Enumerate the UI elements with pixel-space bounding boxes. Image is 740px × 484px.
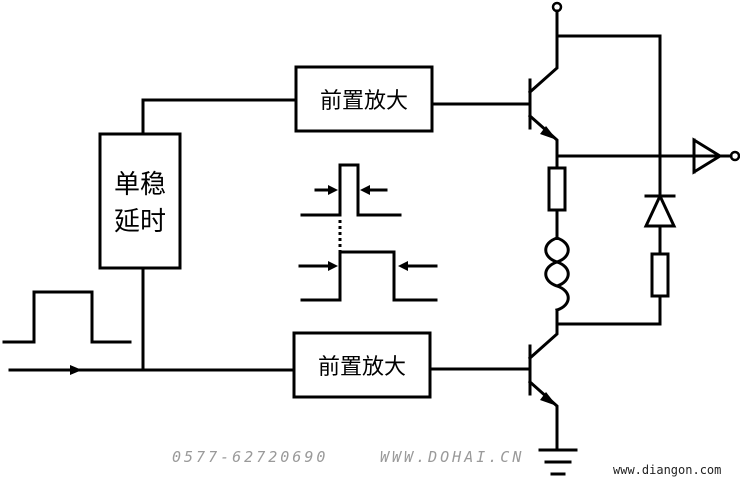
monostable-label-line2: 延时	[114, 207, 166, 237]
timing-illustration	[298, 163, 438, 302]
monostable-to-preamp-wire	[141, 98, 298, 136]
phone-watermark: 0577-62720690	[172, 448, 328, 466]
lower-transistor	[527, 322, 559, 452]
ground-icon	[538, 448, 578, 476]
monostable-delay-block	[98, 132, 182, 270]
inductor-coil	[544, 236, 570, 312]
upper-transistor-arrow	[540, 126, 557, 140]
flyback-diode	[643, 192, 677, 228]
emitter-resistor	[547, 166, 567, 212]
domain-watermark: WWW.DOHAI.CN	[380, 448, 524, 466]
site-watermark: www.diangon.com	[613, 463, 721, 477]
timing-pulse-bottom	[300, 250, 438, 302]
preamp-top-label: 前置放大	[320, 89, 408, 114]
flyback-diode-triangle	[643, 192, 677, 228]
upper-transistor-emitter	[527, 113, 559, 170]
input-arrow	[70, 365, 82, 375]
timing-arrow-left	[328, 185, 338, 195]
timing-arrow2-right	[398, 261, 408, 271]
input-pulse-waveform	[2, 290, 132, 344]
flyback-return-wire	[555, 294, 662, 326]
upper-transistor	[527, 34, 559, 170]
lower-transistor-collector	[527, 322, 559, 361]
preamp-top-block	[294, 65, 434, 133]
preamp-bottom-block	[292, 331, 432, 399]
output-diode	[692, 137, 740, 175]
preamp-bottom-label: 前置放大	[318, 355, 406, 380]
flyback-resistor	[650, 252, 670, 298]
timing-arrow-right	[360, 185, 370, 195]
timing-arrow2-left	[328, 261, 338, 271]
lower-transistor-arrow	[540, 392, 557, 406]
monostable-label-line1: 单稳	[114, 170, 166, 200]
lower-transistor-emitter	[527, 379, 559, 452]
upper-transistor-collector	[527, 34, 559, 95]
supply-to-diode-wire	[555, 34, 662, 198]
timing-pulse-top	[300, 163, 402, 217]
